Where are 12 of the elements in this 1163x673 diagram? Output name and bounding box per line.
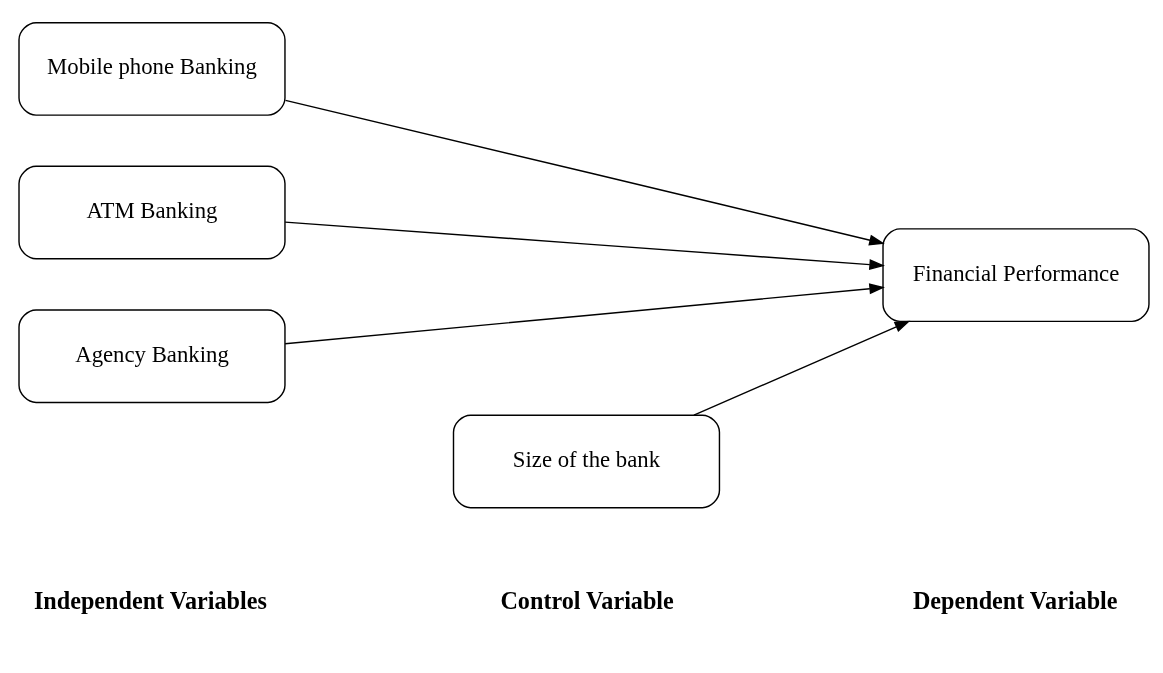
arrow — [284, 282, 885, 344]
node-box: Size of the bank — [452, 414, 721, 508]
arrow — [284, 220, 885, 270]
label: Control Variable — [500, 587, 674, 614]
label: Independent Variables — [33, 587, 267, 614]
arrow — [284, 99, 885, 245]
node-box: Financial Performance — [882, 227, 1150, 322]
node-box: Mobile phone Banking — [18, 21, 286, 116]
node-box: Agency Banking — [18, 308, 286, 403]
label: Dependent Variable — [912, 587, 1118, 614]
node-box: ATM Banking — [18, 165, 286, 259]
arrow — [693, 320, 911, 416]
